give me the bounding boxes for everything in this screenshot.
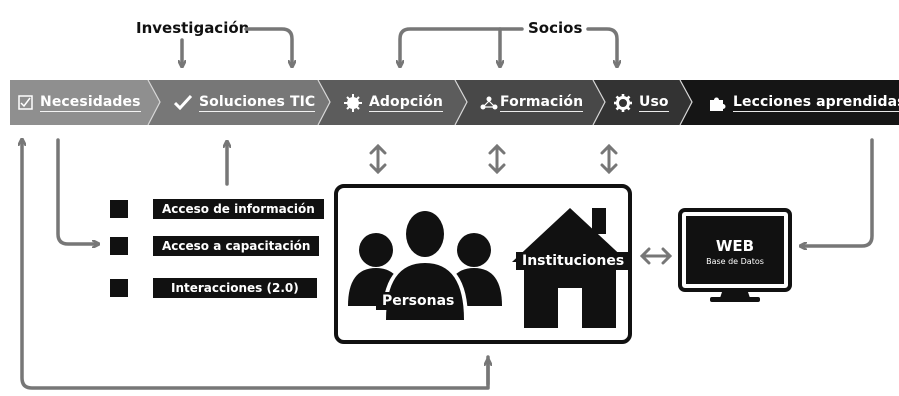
step-adopcion: Adopción — [344, 80, 443, 125]
step-label: Necesidades — [40, 93, 141, 112]
puzzle-icon — [708, 94, 726, 112]
bullet — [110, 200, 128, 218]
formacion-double-arrow — [488, 143, 506, 175]
center-web-double-arrow — [639, 247, 673, 265]
web-subtitle: Base de Datos — [706, 257, 764, 266]
step-lecciones-aprendidas: Lecciones aprendidas — [708, 80, 899, 125]
people-network-icon — [480, 95, 498, 111]
socios-arrow-left — [400, 27, 524, 64]
step-formacion: Formación — [480, 80, 584, 125]
step-label: Adopción — [369, 93, 443, 112]
checkmark-icon — [174, 95, 192, 110]
socios-arrow-right — [586, 27, 617, 64]
item-label: Acceso a capacitación — [153, 236, 320, 256]
process-band-shapes — [10, 80, 899, 125]
item-label: Interacciones (2.0) — [153, 278, 317, 298]
return-loop-arrow — [22, 142, 490, 390]
checkbox-icon — [18, 95, 33, 110]
personas-label: Personas — [376, 292, 461, 310]
socios-label: Socios — [528, 19, 583, 37]
investigacion-arrow-right — [244, 27, 292, 64]
step-shape-lecciones — [680, 80, 899, 125]
gear-dot-icon — [344, 93, 362, 112]
lecciones-to-web-arrow — [803, 138, 874, 246]
step-label: Lecciones aprendidas — [733, 94, 899, 112]
step-necesidades: Necesidades — [18, 80, 141, 125]
adopcion-double-arrow — [369, 143, 387, 175]
step-label: Formación — [500, 93, 584, 112]
step-shape-formacion — [455, 80, 605, 125]
bullet — [110, 237, 128, 255]
center-box: Personas Instituciones — [334, 184, 632, 344]
step-label: Soluciones TIC — [199, 93, 316, 112]
step-soluciones-tic: Soluciones TIC — [174, 80, 316, 125]
list-item: Acceso a capacitación — [110, 236, 320, 256]
necesidades-to-items-arrow — [56, 138, 96, 244]
list-item: Acceso de información — [110, 199, 324, 219]
process-band: Necesidades Soluciones TIC Adopción Form… — [10, 80, 899, 125]
item-label: Acceso de información — [153, 199, 324, 219]
web-title: WEB — [715, 237, 755, 255]
step-shape-soluciones — [148, 80, 330, 125]
step-label: Uso — [639, 93, 669, 112]
investigacion-label: Investigación — [136, 19, 250, 37]
bullet — [110, 279, 128, 297]
list-item: Interacciones (2.0) — [110, 278, 317, 298]
step-uso: Uso — [614, 80, 669, 125]
step-shape-necesidades — [10, 80, 160, 125]
monitor-icon — [678, 208, 792, 302]
people-icon — [348, 209, 502, 320]
step-shape-uso — [593, 80, 692, 125]
uso-double-arrow — [600, 143, 618, 175]
step-shape-adopcion — [318, 80, 467, 125]
instituciones-label: Instituciones — [516, 252, 631, 270]
gear-icon — [614, 93, 632, 112]
